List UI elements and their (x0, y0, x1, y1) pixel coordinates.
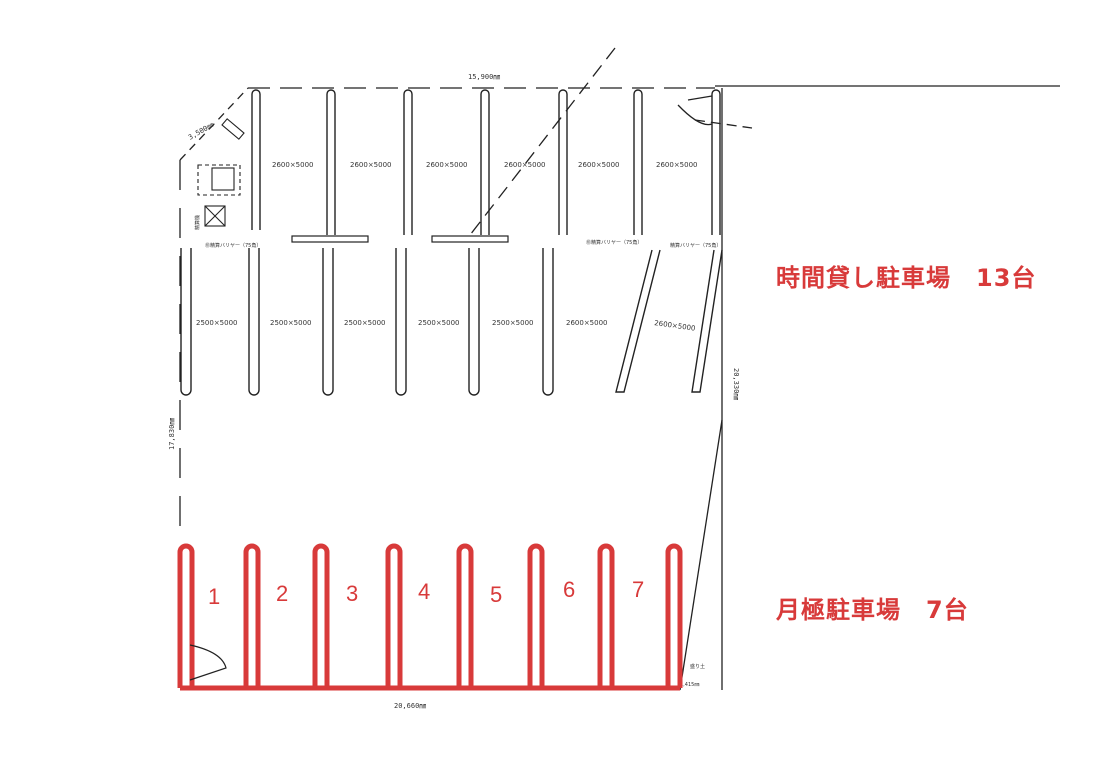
barrier-bar (431, 235, 509, 243)
lower-bay-label: 2500×5000 (270, 319, 312, 327)
upper-divider (251, 89, 261, 230)
upper-bay-label: 2600×5000 (656, 161, 698, 169)
lower-bay-label: 2600×5000 (566, 319, 608, 327)
monthly-divider (177, 543, 195, 688)
lower-row-dividers (180, 248, 723, 396)
monthly-space-number: 5 (490, 582, 502, 607)
monthly-divider (456, 543, 474, 688)
equipment (197, 118, 245, 227)
lower-divider (180, 248, 192, 396)
bottom-dimension: 20,660㎜ (394, 702, 426, 710)
monthly-divider (597, 543, 615, 688)
upper-bay-label: 2600×5000 (578, 161, 620, 169)
lower-divider (468, 248, 480, 396)
barrier-label: 精算バリヤー（75角） (670, 242, 721, 249)
monthly-space-number: 6 (563, 577, 575, 602)
monthly-space-number: 3 (346, 581, 358, 606)
mound-label: 盛り土 (690, 663, 705, 670)
top-dimension: 15,900㎜ (468, 73, 500, 81)
upper-divider (558, 89, 568, 235)
upper-divider (403, 89, 413, 235)
lower-divider (248, 248, 260, 396)
bottom-right-dimension: 1,415㎜ (680, 682, 699, 688)
barrier-bar (291, 235, 369, 243)
monthly-row-dividers (177, 543, 683, 691)
payment-machine-label: 精算機 (194, 215, 201, 230)
monthly-space-number: 2 (276, 581, 288, 606)
lower-bay-label: 2500×5000 (344, 319, 386, 327)
lower-divider (542, 248, 554, 396)
lower-divider-slanted (615, 249, 661, 393)
lower-bay-label: 2500×5000 (196, 319, 238, 327)
monthly-space-number: 7 (632, 577, 644, 602)
upper-bay-label: 2600×5000 (504, 161, 546, 169)
upper-bay-label: 2600×5000 (350, 161, 392, 169)
lower-bay-label: 2500×5000 (418, 319, 460, 327)
monthly-parking-legend: 月極駐車場 7台 (776, 596, 969, 624)
upper-divider (633, 89, 643, 235)
upper-divider (326, 89, 336, 235)
door-swing (189, 644, 227, 681)
right-dimension: 20,330㎜ (732, 368, 740, 400)
lower-bay-label: 2500×5000 (492, 319, 534, 327)
monthly-space-number: 1 (208, 584, 220, 609)
corner-dimension: 3,500㎜ (187, 121, 215, 142)
site-boundary (179, 47, 1060, 691)
upper-divider (480, 89, 490, 235)
monthly-space-number: 4 (418, 579, 430, 604)
monthly-divider (385, 543, 403, 688)
monthly-divider (527, 543, 545, 688)
monthly-divider (312, 543, 330, 688)
lower-bay-label: 2600×5000 (654, 319, 696, 333)
hourly-parking-legend: 時間貸し駐車場 13台 (776, 264, 1037, 292)
lower-divider (322, 248, 334, 396)
left-dimension: 17,830㎜ (168, 418, 176, 450)
monthly-divider (243, 543, 261, 688)
barrier-label: ㊞精算バリヤー（75角） (205, 242, 261, 249)
monthly-divider (665, 543, 683, 688)
lower-divider-slanted (691, 249, 723, 393)
upper-row-dividers (251, 89, 721, 243)
upper-bay-label: 2600×5000 (426, 161, 468, 169)
barrier-label: ㊞精算バリヤー（75角） (586, 239, 642, 246)
upper-bay-label: 2600×5000 (272, 161, 314, 169)
lower-divider (395, 248, 407, 396)
upper-divider (711, 89, 721, 235)
